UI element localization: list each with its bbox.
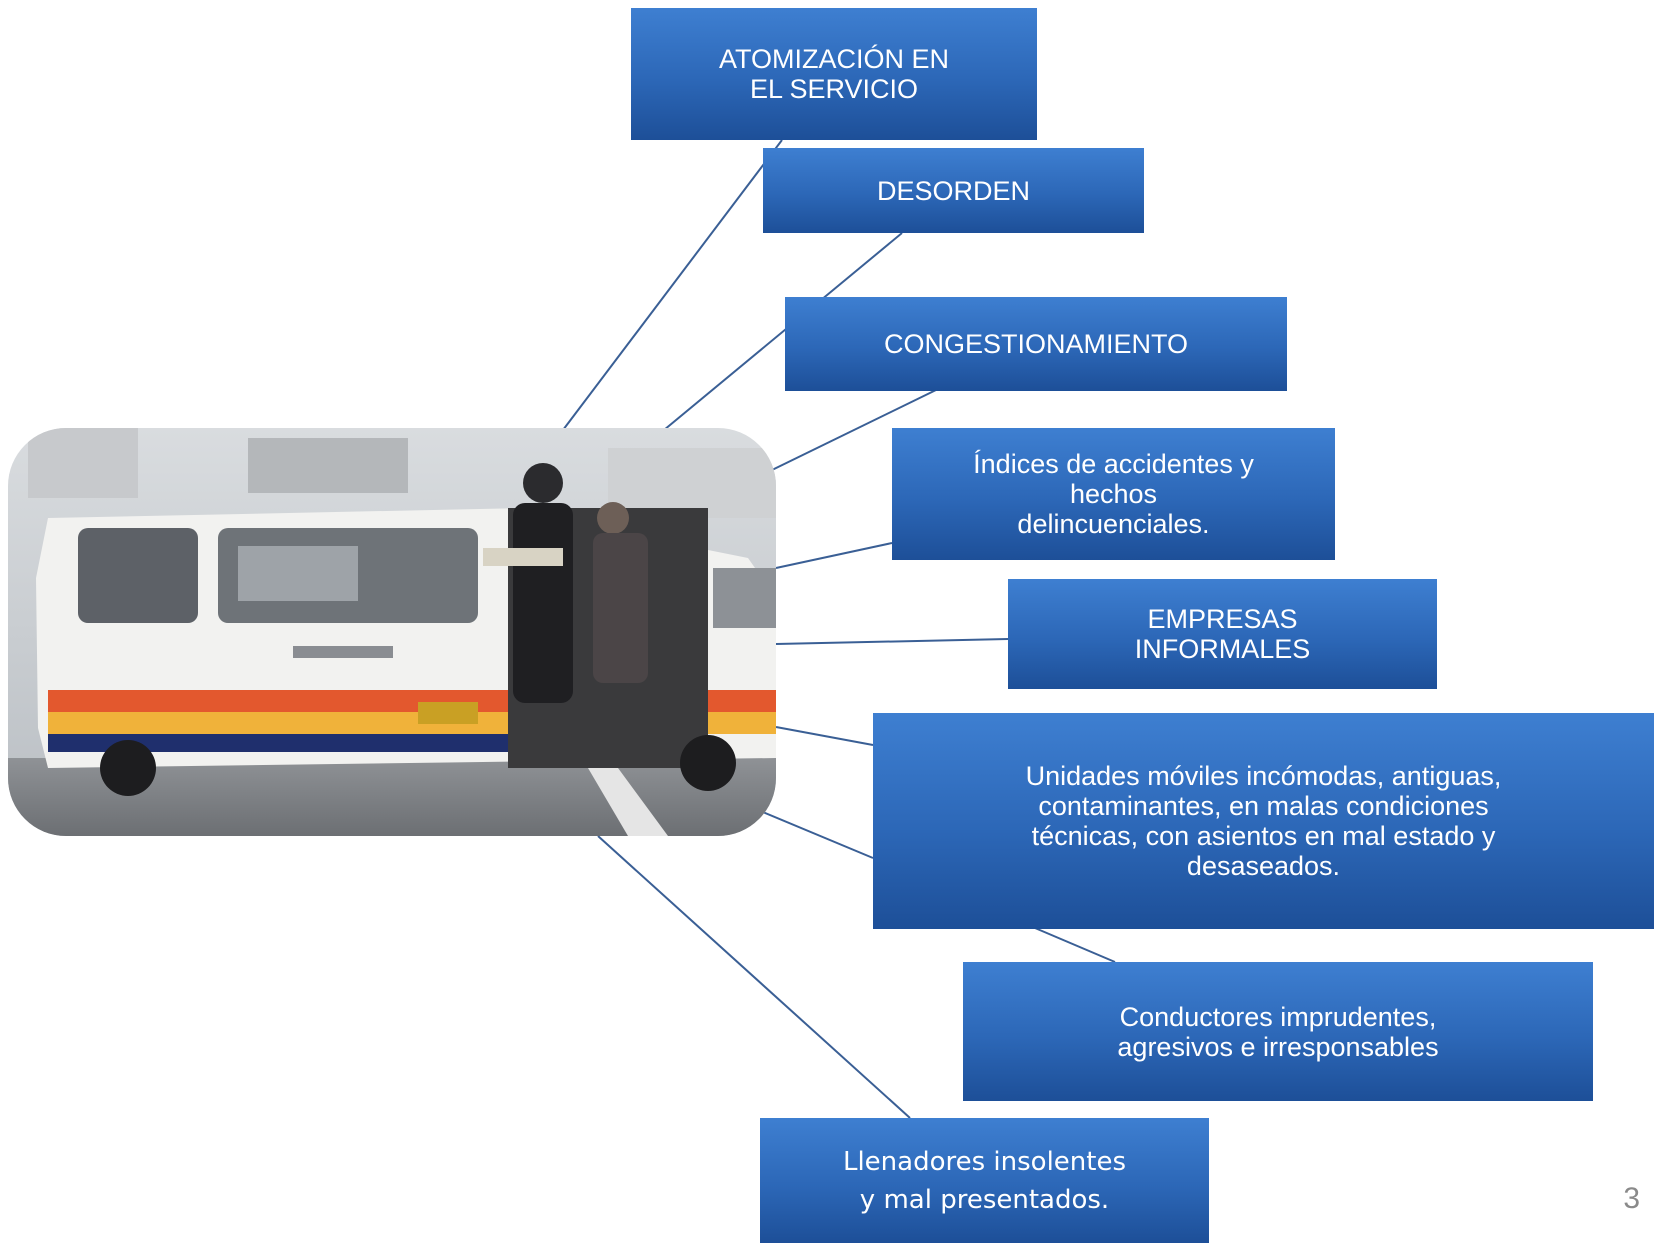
box-indices-text: Índices de accidentes y hechos delincuen… [973, 449, 1254, 539]
box-atomizacion: ATOMIZACIÓN EN EL SERVICIO [631, 8, 1037, 140]
connector-atomizacion [562, 139, 783, 431]
minibus-photo [8, 428, 776, 836]
connector-desorden [663, 232, 903, 431]
box-desorden: DESORDEN [763, 148, 1144, 233]
connector-unidades-top [775, 726, 874, 746]
box-atomizacion-text: ATOMIZACIÓN EN EL SERVICIO [718, 44, 949, 104]
box-unidades: Unidades móviles incómodas, antiguas, co… [873, 713, 1654, 929]
box-unidades-text: Unidades móviles incómodas, antiguas, co… [1025, 761, 1502, 881]
box-conductores-text: Conductores imprudentes, agresivos e irr… [1117, 1001, 1439, 1062]
box-conductores: Conductores imprudentes, agresivos e irr… [963, 962, 1593, 1101]
box-indices: Índices de accidentes y hechos delincuen… [892, 428, 1335, 560]
connector-unidades-bottom [757, 809, 874, 859]
connector-congestionamiento [771, 389, 937, 471]
connector-empresas [775, 638, 1009, 645]
connector-indices [775, 542, 893, 569]
minibus-illustration [8, 428, 776, 836]
box-congestionamiento-text: CONGESTIONAMIENTO [883, 329, 1189, 359]
connector-llenadores [597, 835, 911, 1119]
box-llenadores-text: Llenadores insolentes y mal presentados. [842, 1146, 1127, 1215]
connector-conductores [1034, 927, 1116, 963]
page-number: 3 [1623, 1182, 1640, 1215]
box-empresas: EMPRESAS INFORMALES [1008, 579, 1437, 689]
box-desorden-text: DESORDEN [876, 175, 1031, 206]
box-empresas-text: EMPRESAS INFORMALES [1134, 604, 1311, 664]
box-congestionamiento: CONGESTIONAMIENTO [785, 297, 1287, 391]
box-llenadores: Llenadores insolentes y mal presentados. [760, 1118, 1209, 1243]
